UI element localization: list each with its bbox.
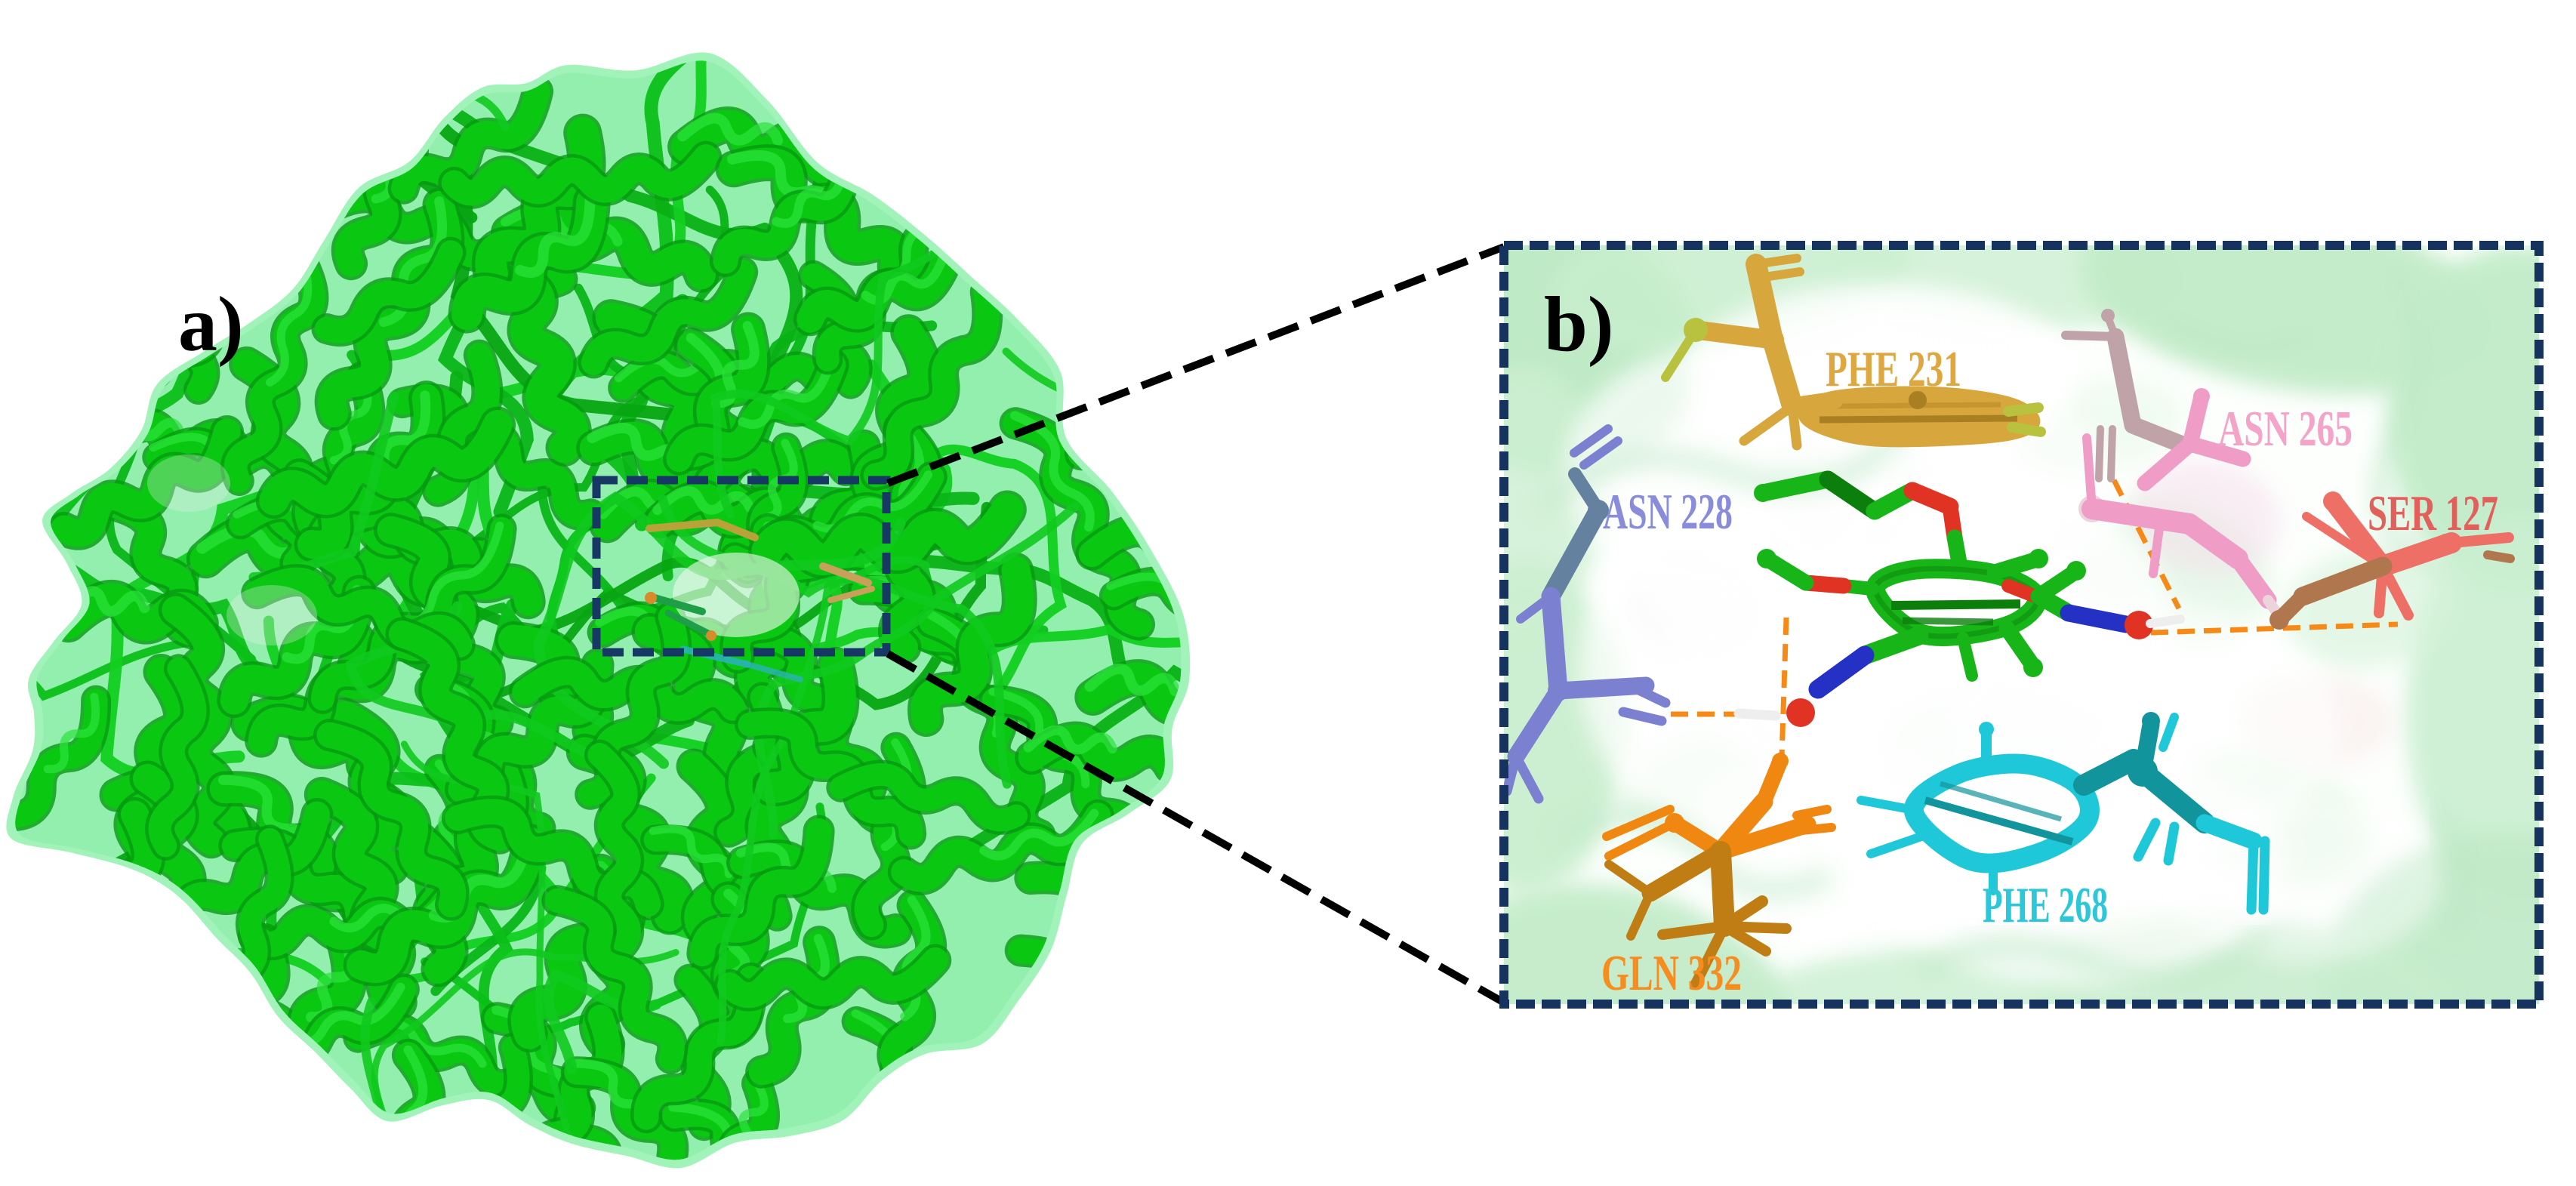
svg-text:PHE 268: PHE 268 xyxy=(1983,877,2108,933)
svg-text:GLN 332: GLN 332 xyxy=(1601,945,1742,1001)
svg-text:b): b) xyxy=(1544,281,1613,368)
svg-text:PHE 231: PHE 231 xyxy=(1826,341,1961,397)
svg-text:ASN 265: ASN 265 xyxy=(2218,401,2353,457)
svg-text:a): a) xyxy=(178,281,244,368)
svg-text:SER 127: SER 127 xyxy=(2368,485,2498,541)
svg-text:ASN 228: ASN 228 xyxy=(1603,484,1733,540)
